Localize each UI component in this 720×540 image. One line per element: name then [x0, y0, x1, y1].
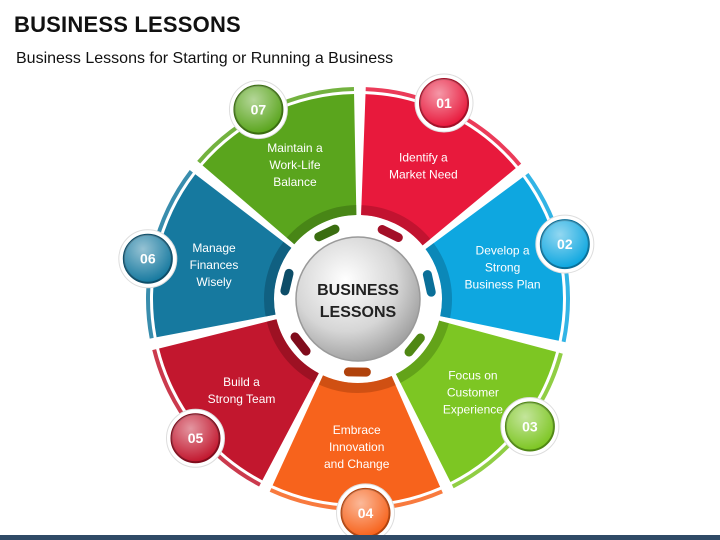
segment-label-line: Embrace	[333, 423, 381, 437]
segment-label-line: Focus on	[448, 368, 497, 382]
badge-number: 02	[557, 236, 573, 252]
number-badge-04: 04	[336, 483, 396, 540]
segment-wedge	[425, 177, 563, 341]
lesson-segment-05: Build a Strong Team	[152, 319, 319, 487]
badge-number: 05	[188, 430, 204, 446]
segment-inner-shade	[318, 375, 396, 394]
badge-number: 06	[140, 251, 156, 267]
footer-bar	[0, 535, 720, 540]
segment-inner-shade	[361, 205, 431, 246]
segment-label-line: Market Need	[389, 168, 458, 182]
segment-label-line: Innovation	[329, 440, 384, 454]
segment-wedge	[395, 320, 557, 482]
segment-label-line: Develop a	[476, 243, 530, 257]
segment-label-line: Identify a	[399, 151, 448, 165]
hub-label-line: LESSONS	[320, 304, 397, 321]
segment-label-line: Finances	[190, 258, 239, 272]
segment-inner-shade	[286, 205, 357, 245]
segment-wedge	[153, 174, 292, 338]
page-title: BUSINESS LESSONS	[14, 12, 241, 37]
segment-outer-ring	[269, 488, 443, 512]
segment-label-line: Maintain a	[267, 141, 323, 155]
segment-inner-shade	[395, 320, 449, 383]
badge-number: 04	[358, 505, 374, 521]
segment-label-line: Wisely	[196, 275, 231, 289]
segment-inner-shade	[425, 243, 452, 319]
number-badge-03: 03	[500, 396, 560, 456]
segment-inner-shade	[266, 319, 319, 383]
segment-wedge	[159, 319, 319, 481]
number-badge-01: 01	[414, 73, 474, 133]
segment-wedge	[361, 94, 516, 246]
segment-outer-ring	[145, 170, 193, 339]
page-subtitle: Business Lessons for Starting or Running…	[16, 50, 394, 67]
badge-number: 03	[522, 418, 538, 434]
number-badge-02: 02	[535, 214, 595, 274]
segment-label-line: Build a	[223, 375, 260, 389]
segment-label-line: Experience	[443, 402, 503, 416]
segment-label-line: Strong	[485, 260, 520, 274]
segment-wedge	[272, 375, 441, 504]
segment-label-line: Strong Team	[208, 392, 276, 406]
badge-number: 01	[436, 95, 452, 111]
segment-label-line: Customer	[447, 385, 499, 399]
number-badge-06: 06	[118, 229, 178, 289]
segment-label-line: and Change	[324, 457, 390, 471]
lesson-segment-01: Identify a Market Need	[361, 87, 522, 246]
number-badge-05: 05	[165, 408, 225, 468]
number-badge-07: 07	[228, 80, 288, 140]
segment-inner-shade	[264, 241, 292, 317]
center-hub: BUSINESS LESSONS	[290, 231, 426, 367]
hub-label-line: BUSINESS	[317, 282, 399, 299]
segment-label-line: Balance	[273, 175, 317, 189]
segment-label-line: Work-Life	[269, 158, 320, 172]
segment-outer-ring	[525, 172, 570, 343]
badge-number: 07	[251, 102, 267, 118]
segment-label-line: Business Plan	[465, 277, 541, 291]
segment-label-line: Manage	[192, 241, 236, 255]
connector-pill-04	[342, 366, 372, 378]
